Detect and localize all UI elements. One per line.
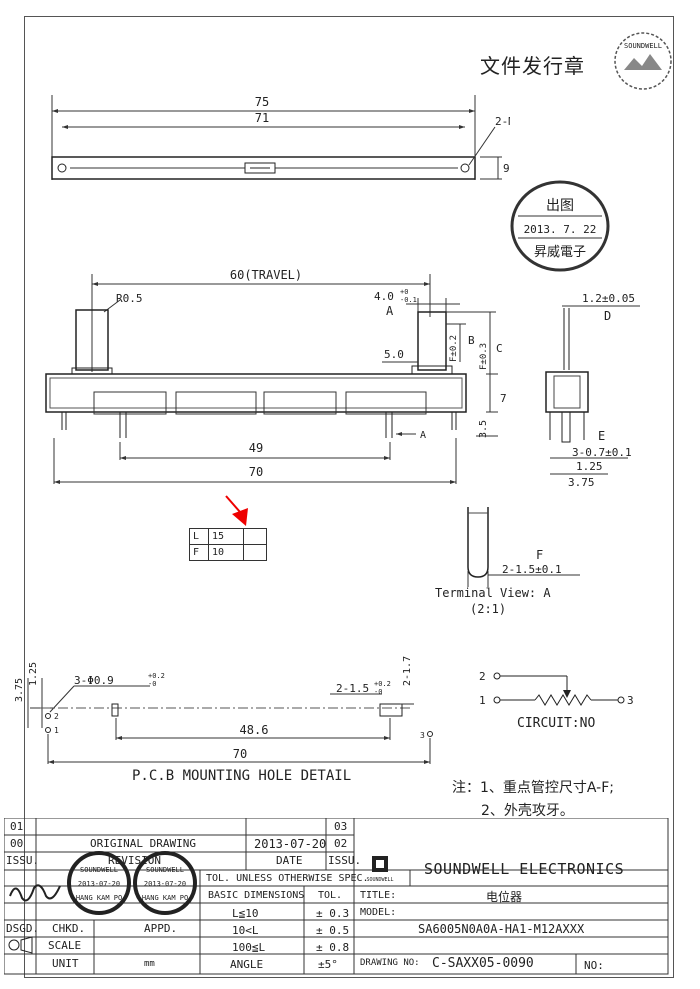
model-number: SA6005N0A0A-HA1-M12AXXX [418, 922, 585, 936]
pcb-detail: 3.75 1.25 3-Φ0.9 +0.2 -0 2 1 3 2-1.5 +0.… [14, 656, 433, 764]
circuit-label: CIRCUIT:NO [517, 716, 596, 731]
table-row: L 15 [189, 528, 267, 545]
company-seal: SOUNDWELL [614, 32, 672, 90]
dim-a: 4.0 [374, 290, 394, 303]
dim-49: 49 [249, 441, 263, 455]
svg-text:3.75: 3.75 [14, 678, 25, 702]
svg-text:+0: +0 [400, 288, 408, 296]
svg-text:HANG KAM PO: HANG KAM PO [142, 894, 188, 902]
drawing-frame [24, 16, 674, 978]
circuit-diagram: 2 1 3 [479, 670, 634, 707]
svg-text:HANG KAM PO: HANG KAM PO [76, 894, 122, 902]
date-stamp: 出图 2013. 7. 22 昇威電子 [510, 180, 610, 272]
company-logo: SOUNDWELL [366, 856, 394, 883]
terminal-view-caption: Terminal View: A [435, 586, 551, 600]
svg-text:3: 3 [420, 731, 425, 740]
end-view: 1.2±0.05 D E 3-0.7±0.1 1.25 3.75 [545, 292, 640, 489]
svg-text:1: 1 [479, 694, 486, 707]
svg-text:昇威電子: 昇威電子 [534, 245, 586, 260]
travel-dim: 60(TRAVEL) [230, 268, 302, 282]
svg-text:2013. 7. 22: 2013. 7. 22 [524, 223, 597, 236]
lf-table: L 15 F 10 [189, 528, 267, 561]
svg-text:+0.2: +0.2 [374, 680, 391, 688]
approval-stamp-1: SOUNDWELL 2013-07-20 HANG KAM PO [67, 851, 131, 915]
hole-note: 2-M2X0.4 [495, 115, 510, 128]
svg-text:2: 2 [479, 670, 486, 683]
doc-status-stamp: 文件发行章 [480, 54, 585, 78]
svg-text:SOUNDWELL: SOUNDWELL [366, 877, 393, 883]
radius-label: R0.5 [116, 292, 143, 305]
svg-text:2-1.5: 2-1.5 [336, 682, 369, 695]
svg-text:3-Φ0.9: 3-Φ0.9 [74, 674, 114, 687]
svg-text:-0.1: -0.1 [400, 296, 417, 304]
svg-text:3-0.7±0.1: 3-0.7±0.1 [572, 446, 632, 459]
company-name: SOUNDWELL ELECTRONICS [424, 860, 625, 878]
svg-text:F±0.2: F±0.2 [449, 335, 459, 362]
dim-70: 70 [249, 465, 263, 479]
svg-text:7: 7 [500, 392, 507, 405]
approval-stamp-2: SOUNDWELL 2013-07-20 HANG KAM PO [133, 851, 197, 915]
top-view: 75 71 2-M2X0.4 9 [51, 95, 510, 180]
svg-text:D: D [604, 309, 611, 323]
pcb-title: P.C.B MOUNTING HOLE DETAIL [132, 768, 352, 784]
svg-text:-0: -0 [148, 680, 156, 688]
svg-text:1.25: 1.25 [28, 662, 39, 686]
terminal-view: F 2-1.5±0.1 [467, 507, 580, 587]
svg-text:3.5: 3.5 [478, 420, 489, 438]
svg-text:2013-07-20: 2013-07-20 [78, 880, 120, 888]
svg-text:A: A [420, 430, 426, 441]
label-c: C [496, 342, 503, 355]
svg-text:+0.2: +0.2 [148, 672, 165, 680]
label-b: B [468, 334, 475, 347]
svg-text:1.25: 1.25 [576, 460, 603, 473]
terminal-view-scale: (2:1) [470, 602, 507, 616]
svg-text:F: F [536, 548, 543, 562]
svg-text:3.75: 3.75 [568, 476, 595, 489]
dim-71: 71 [255, 111, 269, 125]
svg-text:-0: -0 [374, 688, 382, 696]
drawing-number: C-SAXX05-0090 [432, 956, 534, 971]
highlight-arrow [225, 495, 248, 526]
label-a: A [386, 304, 394, 318]
svg-text:2013-07-20: 2013-07-20 [144, 880, 186, 888]
signature [9, 884, 61, 902]
note-line-2: 2、外壳攻牙。 [481, 803, 574, 819]
svg-text:F±0.3: F±0.3 [479, 343, 489, 370]
side-view: 60(TRAVEL) R0.5 4.0 +0 -0.1 A F±0.2 B F±… [45, 268, 507, 484]
svg-text:48.6: 48.6 [240, 723, 269, 737]
title-block-grid [4, 818, 669, 975]
svg-text:5.0: 5.0 [384, 348, 404, 361]
table-row: F 10 [189, 544, 267, 561]
svg-text:2-1.7: 2-1.7 [402, 656, 413, 686]
svg-text:SOUNDWELL: SOUNDWELL [624, 42, 662, 50]
svg-text:1.2±0.05: 1.2±0.05 [582, 292, 635, 305]
dim-9: 9 [503, 162, 510, 175]
svg-text:2: 2 [54, 712, 59, 721]
dim-75: 75 [255, 95, 269, 109]
title-block: 01 00 ISSU. ORIGINAL DRAWING 2013-07-20 … [4, 818, 672, 976]
svg-text:SOUNDWELL: SOUNDWELL [80, 866, 118, 874]
note-line-1: 注：1、重点管控尺寸A-F; [452, 780, 614, 796]
svg-text:出图: 出图 [546, 198, 574, 214]
svg-text:70: 70 [233, 747, 247, 761]
svg-text:SOUNDWELL: SOUNDWELL [146, 866, 184, 874]
svg-text:2-1.5±0.1: 2-1.5±0.1 [502, 563, 562, 576]
svg-text:3: 3 [627, 694, 634, 707]
projection-symbol [8, 936, 33, 954]
svg-text:1: 1 [54, 726, 59, 735]
svg-text:E: E [598, 429, 605, 443]
